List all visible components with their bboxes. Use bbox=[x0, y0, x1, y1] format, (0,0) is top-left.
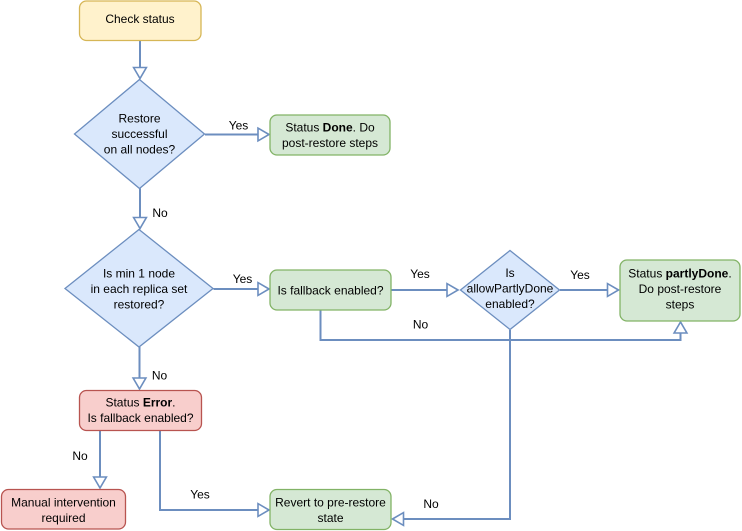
svg-text:Status partlyDone.: Status partlyDone. bbox=[628, 267, 731, 281]
svg-text:Yes: Yes bbox=[229, 119, 249, 133]
svg-text:Is fallback enabled?: Is fallback enabled? bbox=[87, 411, 193, 425]
svg-text:Yes: Yes bbox=[410, 267, 430, 281]
svg-text:No: No bbox=[413, 318, 429, 332]
svg-text:Restore: Restore bbox=[118, 112, 160, 126]
svg-text:on all nodes?: on all nodes? bbox=[104, 143, 176, 157]
svg-text:Is: Is bbox=[505, 266, 514, 280]
svg-text:Check status: Check status bbox=[105, 12, 174, 26]
svg-text:Do post-restore: Do post-restore bbox=[639, 282, 722, 296]
svg-text:Status Done. Do: Status Done. Do bbox=[285, 121, 375, 135]
svg-text:steps: steps bbox=[666, 298, 695, 312]
svg-text:Is fallback enabled?: Is fallback enabled? bbox=[277, 284, 383, 298]
svg-text:Status Error.: Status Error. bbox=[105, 396, 175, 410]
svg-text:enabled?: enabled? bbox=[485, 297, 535, 311]
svg-text:No: No bbox=[152, 369, 168, 383]
svg-text:Manual intervention: Manual intervention bbox=[11, 496, 116, 510]
svg-text:Yes: Yes bbox=[233, 272, 253, 286]
svg-text:allowPartlyDone: allowPartlyDone bbox=[467, 282, 554, 296]
svg-text:post-restore steps: post-restore steps bbox=[282, 136, 378, 150]
svg-text:Is min 1 node: Is min 1 node bbox=[103, 267, 175, 281]
svg-text:in each replica set: in each replica set bbox=[91, 282, 188, 296]
svg-text:No: No bbox=[152, 206, 168, 220]
svg-text:Revert to pre-restore: Revert to pre-restore bbox=[275, 496, 386, 510]
svg-text:Yes: Yes bbox=[190, 488, 210, 502]
svg-text:Yes: Yes bbox=[570, 268, 590, 282]
svg-text:state: state bbox=[317, 511, 343, 525]
svg-text:required: required bbox=[41, 511, 85, 525]
svg-text:No: No bbox=[423, 497, 439, 511]
svg-text:successful: successful bbox=[111, 127, 167, 141]
svg-text:No: No bbox=[72, 449, 88, 463]
svg-text:restored?: restored? bbox=[114, 298, 165, 312]
